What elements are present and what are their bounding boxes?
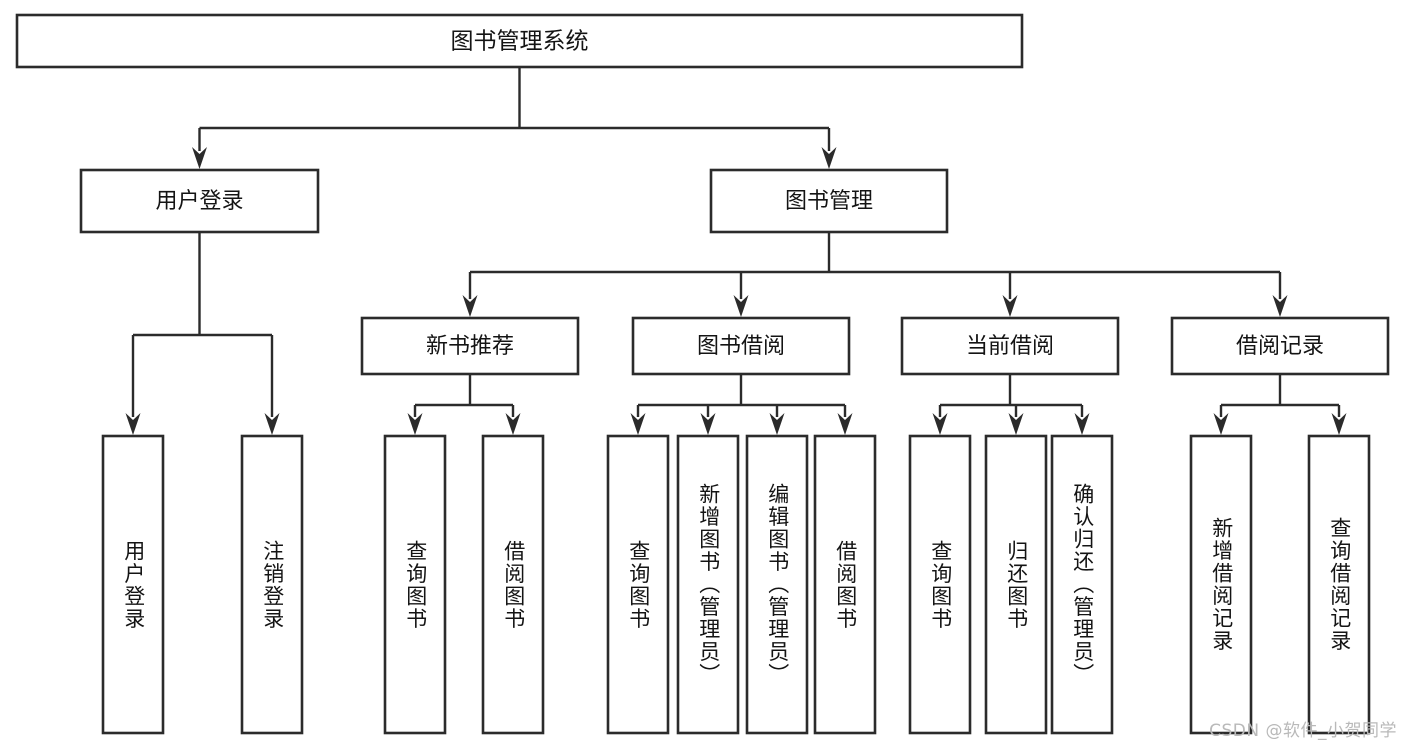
node-box-book-borrow[interactable] xyxy=(631,316,851,376)
node-label-root: 图书管理系统 xyxy=(451,29,589,55)
node-box-new-book-recommend[interactable] xyxy=(360,316,580,376)
arrow-head-icon xyxy=(700,413,716,435)
node-box-leaf-user-login[interactable] xyxy=(101,434,165,735)
node-box-book-manage[interactable] xyxy=(709,168,949,234)
node-box-leaf-query-record[interactable] xyxy=(1307,434,1371,735)
node-label-borrow-record: 借阅记录 xyxy=(1236,334,1324,359)
node-box-current-borrow[interactable] xyxy=(900,316,1120,376)
node-label-current-borrow: 当前借阅 xyxy=(966,334,1054,359)
node-label-book-borrow: 图书借阅 xyxy=(697,334,785,359)
node-box-leaf-logout[interactable] xyxy=(240,434,304,735)
node-label-user-login: 用户登录 xyxy=(155,189,243,214)
node-box-leaf-borrow-book-2[interactable] xyxy=(813,434,877,735)
arrow-head-icon xyxy=(407,413,423,435)
arrow-head-icon xyxy=(837,413,853,435)
node-box-leaf-query-book-1[interactable] xyxy=(383,434,447,735)
node-box-leaf-query-book-3[interactable] xyxy=(908,434,972,735)
watermark-text: CSDN @软件_小贺同学 xyxy=(1209,721,1397,741)
arrow-head-icon xyxy=(1331,413,1347,435)
node-box-user-login[interactable] xyxy=(79,168,320,234)
node-box-root[interactable] xyxy=(15,13,1024,69)
arrow-head-icon xyxy=(1002,295,1018,317)
arrow-head-icon xyxy=(192,147,207,169)
node-box-borrow-record[interactable] xyxy=(1170,316,1390,376)
arrow-head-icon xyxy=(733,295,749,317)
arrow-head-icon xyxy=(1008,413,1024,435)
arrow-head-icon xyxy=(1272,295,1288,317)
arrow-head-icon xyxy=(462,295,478,317)
arrow-head-icon xyxy=(264,413,280,435)
node-box-layer xyxy=(15,13,1390,735)
node-box-leaf-edit-book[interactable] xyxy=(745,434,809,735)
node-box-leaf-query-book-2[interactable] xyxy=(606,434,670,735)
arrow-head-icon xyxy=(932,413,948,435)
arrow-head-icon xyxy=(1213,413,1229,435)
arrow-head-icon xyxy=(821,147,837,169)
node-box-leaf-return-book[interactable] xyxy=(984,434,1048,735)
connector-layer xyxy=(125,67,1347,435)
node-box-leaf-add-book[interactable] xyxy=(676,434,740,735)
node-box-leaf-add-record[interactable] xyxy=(1189,434,1253,735)
arrow-head-icon xyxy=(630,413,646,435)
arrow-head-icon xyxy=(1074,413,1090,435)
node-label-new-book-recommend: 新书推荐 xyxy=(426,334,514,359)
arrow-head-icon xyxy=(505,413,521,435)
arrow-head-icon xyxy=(125,413,141,435)
node-box-leaf-borrow-book-1[interactable] xyxy=(481,434,545,735)
arrow-head-icon xyxy=(769,413,785,435)
node-box-leaf-confirm-return[interactable] xyxy=(1050,434,1114,735)
node-label-book-manage: 图书管理 xyxy=(785,189,873,214)
